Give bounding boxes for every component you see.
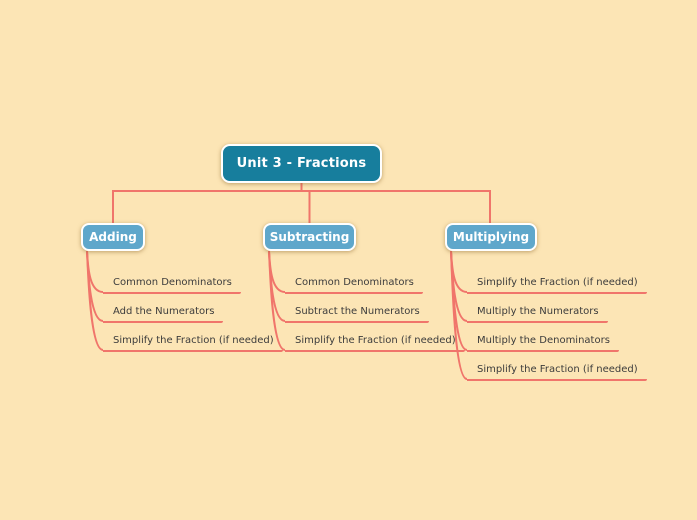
- root-node-unit-3-fractions[interactable]: Unit 3 - Fractions: [221, 144, 382, 183]
- leaf-connector: [450, 250, 468, 380]
- leaf-connector: [86, 250, 104, 293]
- leaf-connector: [86, 250, 104, 322]
- branch-node-subtracting[interactable]: Subtracting: [263, 223, 356, 251]
- leaf-connector: [450, 250, 468, 293]
- leaf-item[interactable]: Common Denominators: [285, 276, 423, 294]
- leaf-item[interactable]: Simplify the Fraction (if needed): [467, 276, 647, 294]
- leaf-item[interactable]: Simplify the Fraction (if needed): [467, 363, 647, 381]
- leaf-item[interactable]: Simplify the Fraction (if needed): [285, 334, 465, 352]
- leaf-item[interactable]: Subtract the Numerators: [285, 305, 429, 323]
- leaf-item[interactable]: Add the Numerators: [103, 305, 224, 323]
- leaf-item[interactable]: Simplify the Fraction (if needed): [103, 334, 283, 352]
- branch-node-adding[interactable]: Adding: [81, 223, 145, 251]
- leaf-item[interactable]: Multiply the Numerators: [467, 305, 608, 323]
- leaf-item[interactable]: Common Denominators: [103, 276, 241, 294]
- leaf-item[interactable]: Multiply the Denominators: [467, 334, 619, 352]
- leaf-connector: [450, 250, 468, 322]
- leaf-connector: [86, 250, 104, 351]
- leaf-connector: [268, 250, 286, 322]
- branch-node-multiplying[interactable]: Multiplying: [445, 223, 537, 251]
- tree-connector: [112, 183, 491, 223]
- leaf-connector: [268, 250, 286, 293]
